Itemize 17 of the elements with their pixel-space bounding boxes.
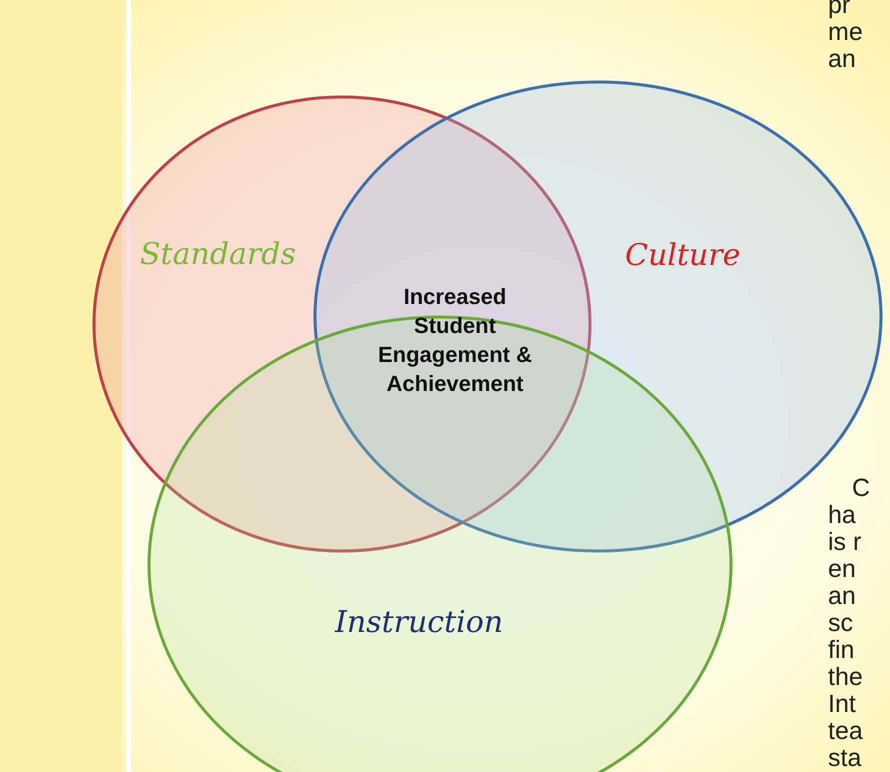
cropped-text: Int [828,691,856,718]
cropped-text: C [852,475,870,502]
cropped-text: an [828,583,856,610]
cropped-text: an [828,46,856,73]
cropped-text: me [828,19,863,46]
circle-label: Culture [625,238,740,273]
cropped-text: fin [828,637,854,664]
cropped-text: is r [828,529,862,556]
cropped-text: sta [828,745,862,772]
cropped-text: tea [828,718,863,745]
circle-label: Standards [140,237,296,272]
cropped-text: sc [828,610,853,637]
center-label: Increased Student Engagement & Achievement [376,283,534,398]
cropped-text: ha [828,502,856,529]
cropped-text: en [828,556,856,583]
circle-label: Instruction [335,605,504,640]
cropped-text: the [828,664,863,691]
